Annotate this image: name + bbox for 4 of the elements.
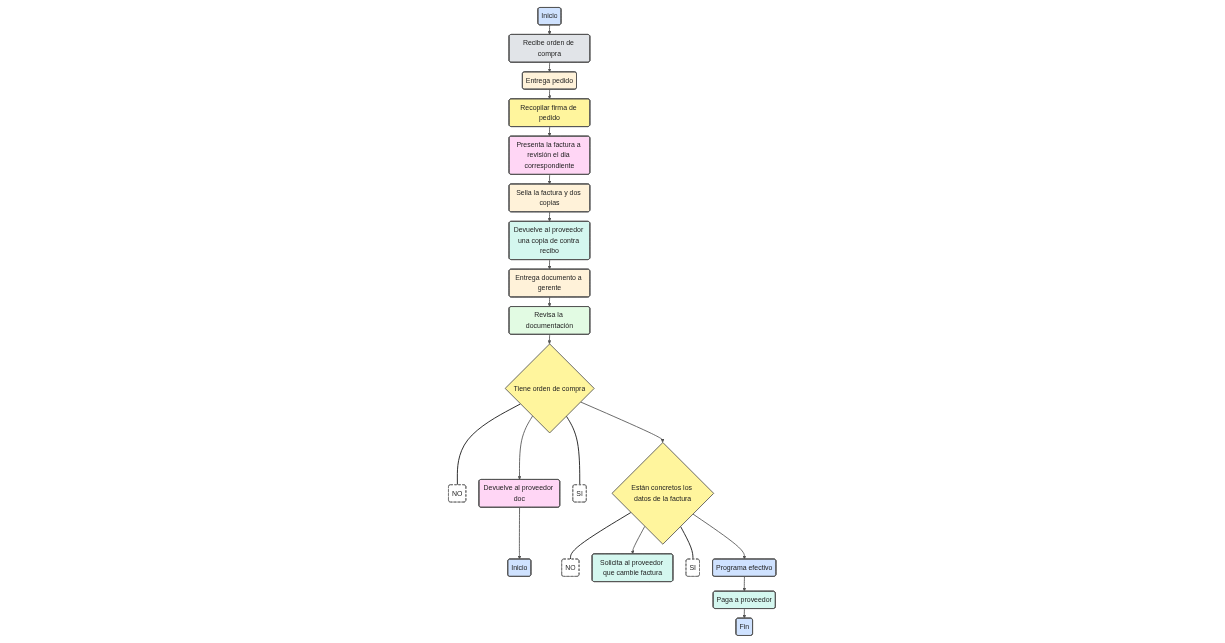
connector [570, 512, 632, 560]
connector [457, 403, 522, 486]
connector [566, 415, 581, 486]
connector [680, 525, 694, 560]
